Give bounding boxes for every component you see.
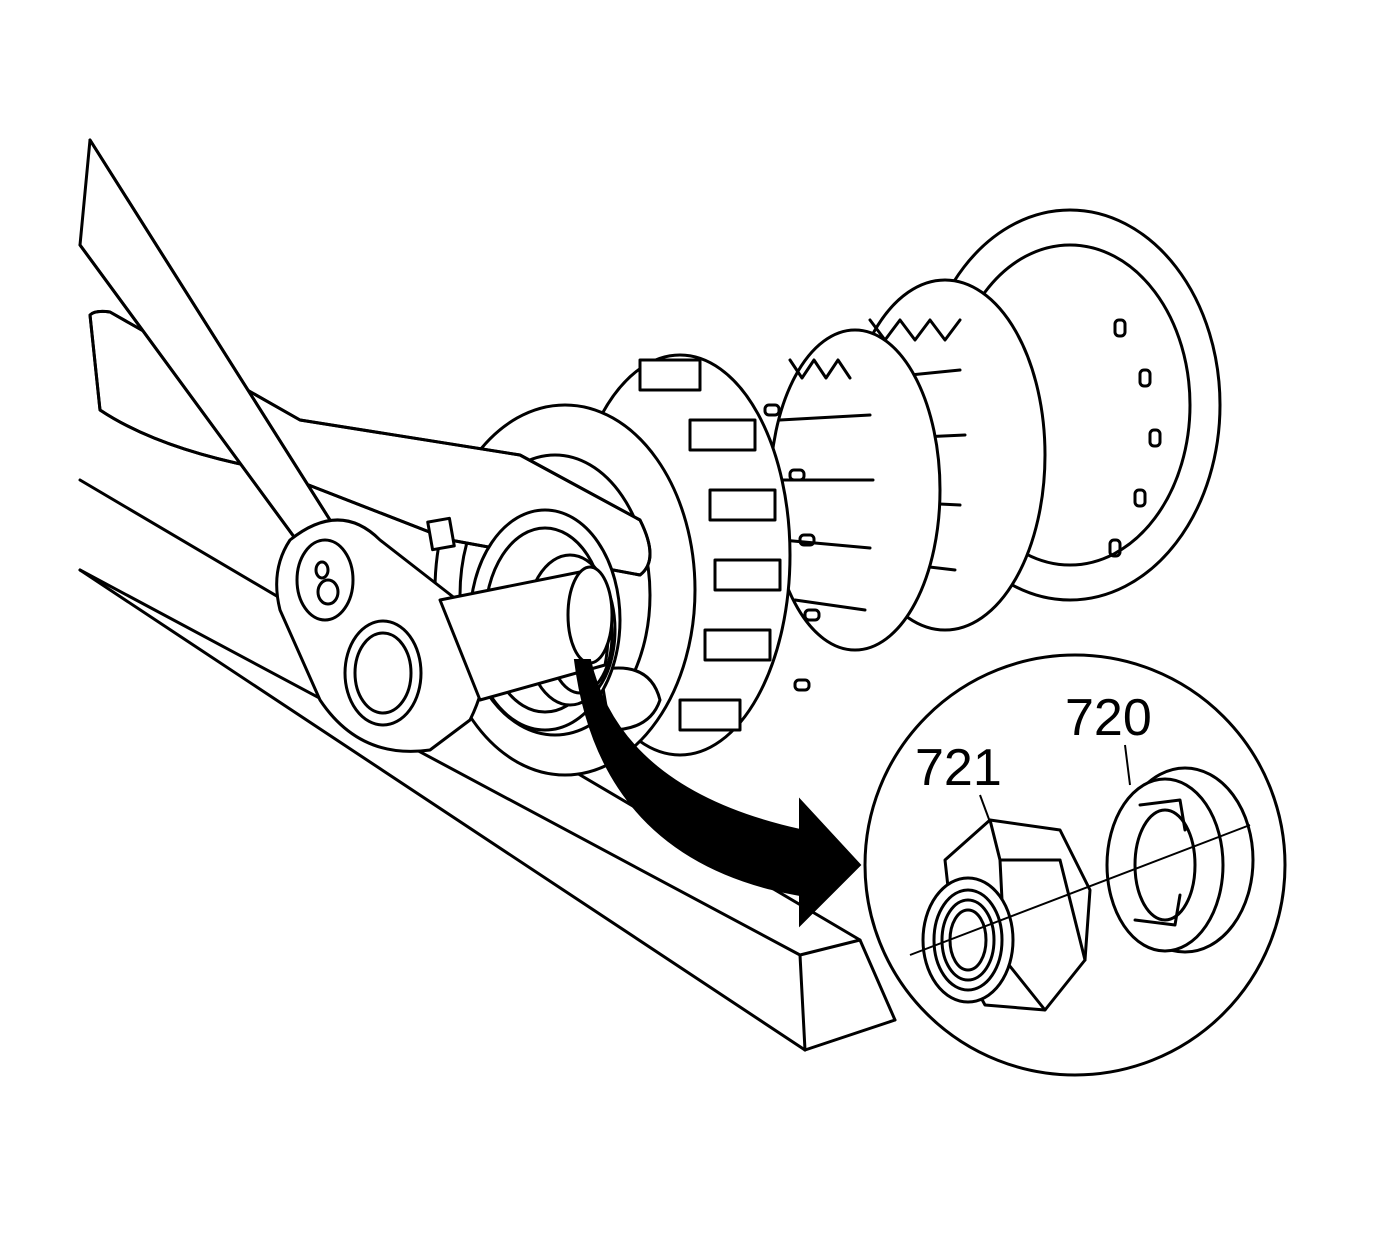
lock-washer-720 <box>1105 766 1255 954</box>
leader-721 <box>979 794 991 823</box>
synchro-teeth <box>638 358 782 732</box>
leader-720 <box>1124 744 1131 786</box>
breaker-bar <box>78 138 614 753</box>
callout-721: 721 <box>915 739 1002 797</box>
callout-720: 720 <box>1065 689 1152 747</box>
synchro-slots <box>763 403 821 692</box>
detail-arrow <box>573 659 862 928</box>
holding-fixture <box>88 309 662 732</box>
detail-inset: 721 720 <box>863 653 1287 1077</box>
ring-gear-slots <box>1108 318 1162 558</box>
